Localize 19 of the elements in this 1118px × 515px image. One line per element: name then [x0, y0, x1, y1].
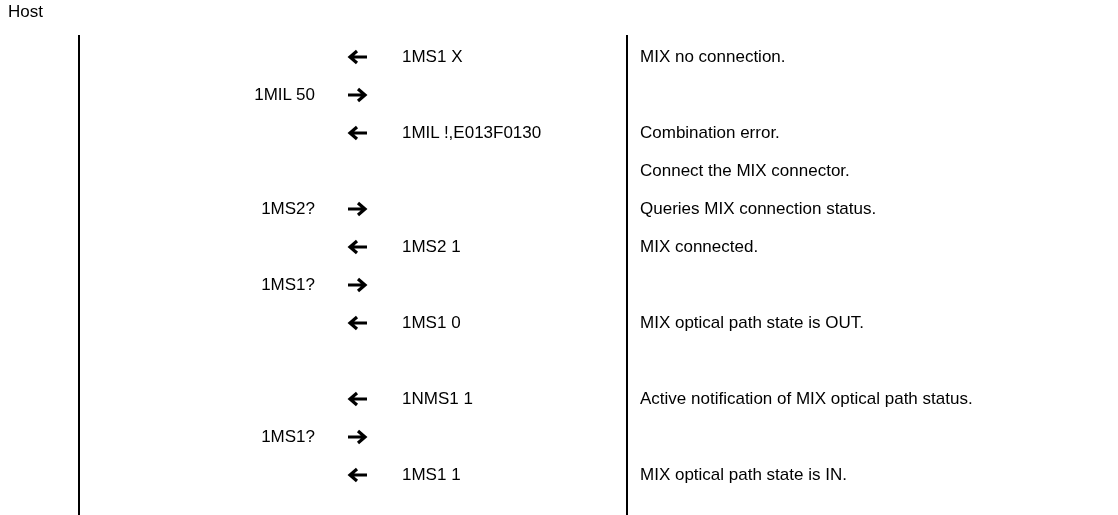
- lifeline-header: Host: [8, 2, 43, 22]
- response-text: 1NMS1 1: [402, 389, 473, 409]
- command-text: 1MS2?: [261, 199, 315, 219]
- description-text: MIX connected.: [640, 237, 759, 257]
- command-text: 1MIL 50: [254, 85, 315, 105]
- response-text: 1MS2 1: [402, 237, 461, 257]
- description-text: MIX no connection.: [640, 47, 786, 67]
- response-text: 1MS1 1: [402, 465, 461, 485]
- description-text: Queries MIX connection status.: [640, 199, 877, 219]
- response-text: 1MS1 X: [402, 47, 463, 67]
- description-text: Combination error.: [640, 123, 780, 143]
- description-text: Connect the MIX connector.: [640, 161, 850, 181]
- command-text: 1MS1?: [261, 427, 315, 447]
- description-text: Active notification of MIX optical path status.: [640, 389, 973, 409]
- description-text: MIX optical path state is OUT.: [640, 313, 864, 333]
- command-text: 1MS1?: [261, 275, 315, 295]
- description-text: MIX optical path state is IN.: [640, 465, 847, 485]
- response-text: 1MIL !,E013F0130: [402, 123, 542, 143]
- response-text: 1MS1 0: [402, 313, 461, 333]
